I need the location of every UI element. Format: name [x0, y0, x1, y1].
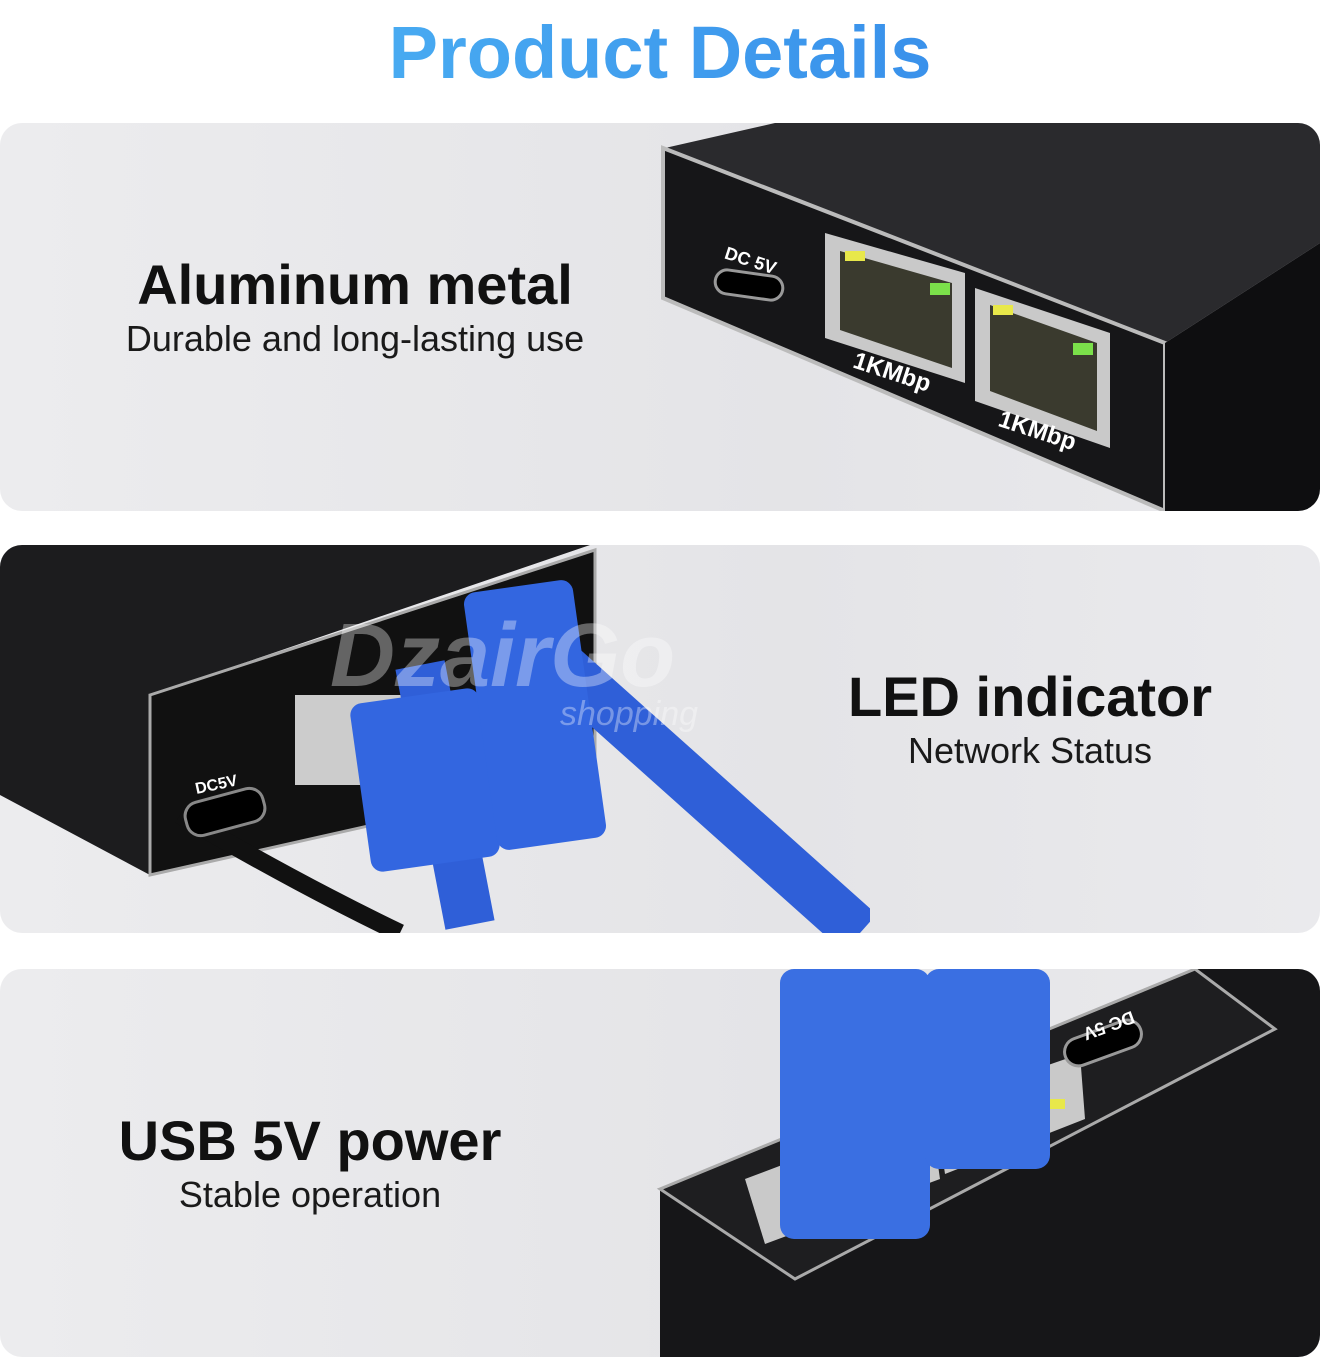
feature-heading: Aluminum metal	[137, 253, 573, 316]
device-front-image: DC 5V 1KMbp 1KMbp	[661, 123, 1320, 511]
watermark-tag: shopping	[560, 695, 699, 733]
feature-panel-aluminum: Aluminum metal Durable and long-lasting …	[0, 123, 1320, 511]
feature-subtitle: Durable and long-lasting use	[125, 318, 585, 359]
device-top-cables-image: DC 5V	[656, 969, 1320, 1357]
feature-heading: LED indicator	[847, 665, 1213, 728]
feature-panel-led: DC5V DzairGo shopping LED indicator Netw…	[0, 545, 1320, 933]
feature-heading: USB 5V power	[118, 1109, 502, 1172]
feature-subtitle: Network Status	[907, 730, 1153, 771]
watermark-brand: DzairGo	[330, 606, 676, 706]
page-title: Product Details	[0, 8, 1320, 98]
device-side-cables-image: DC5V	[0, 545, 870, 933]
feature-subtitle: Stable operation	[178, 1174, 442, 1215]
feature-panel-usb-power: USB 5V power Stable operation DC 5V	[0, 969, 1320, 1357]
